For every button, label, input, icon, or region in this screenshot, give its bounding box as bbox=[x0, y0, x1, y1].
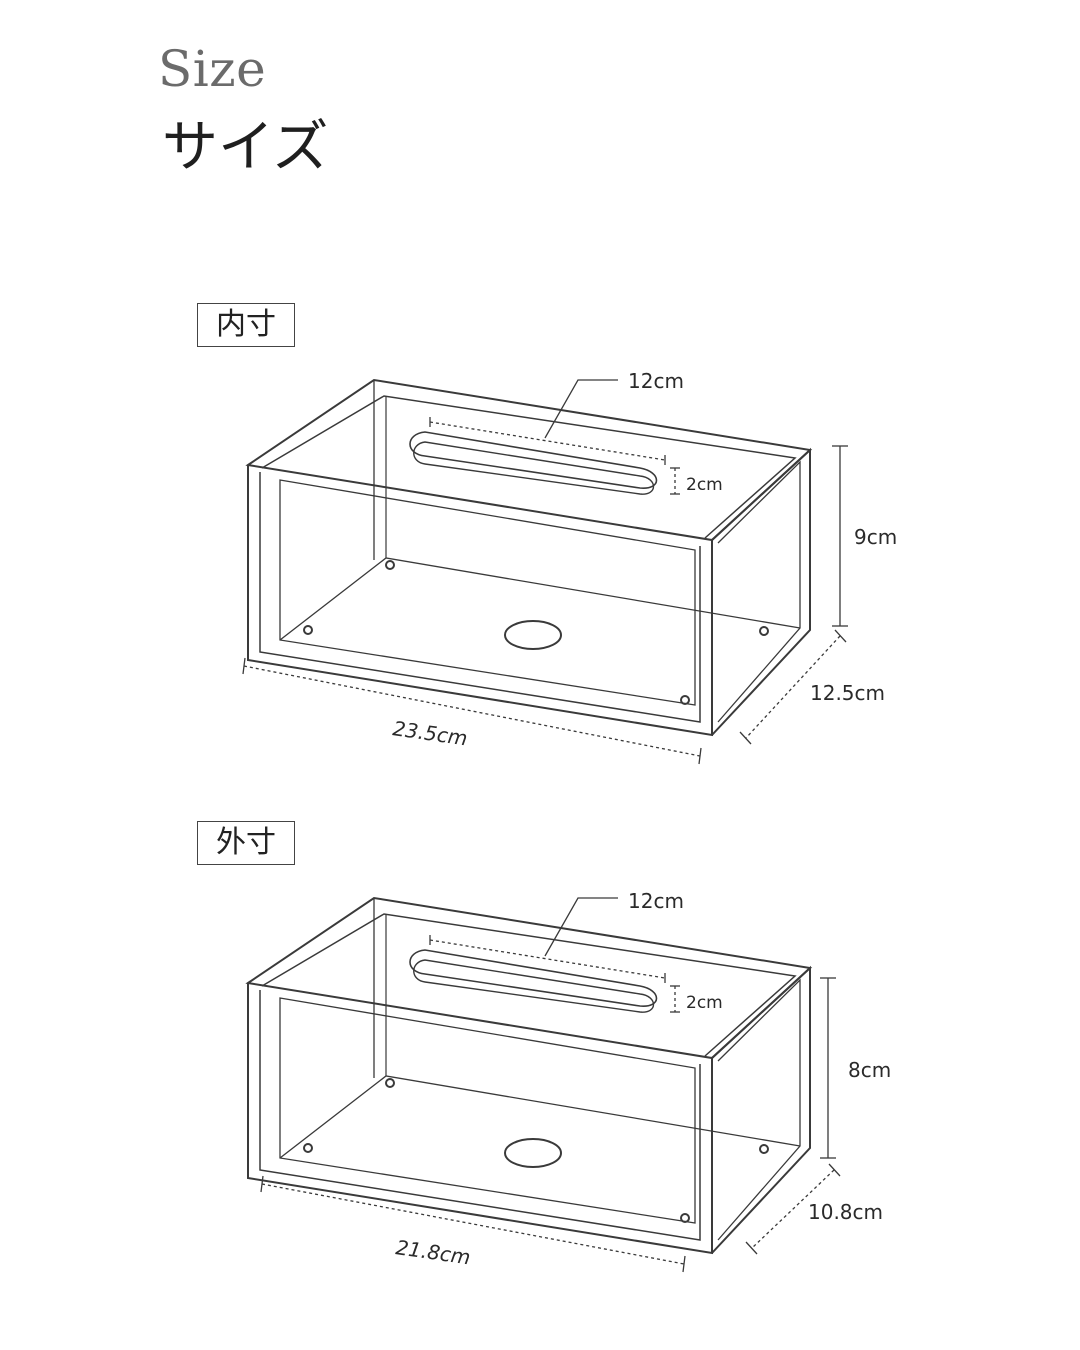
width-label: 21.8cm bbox=[394, 1235, 472, 1269]
slot-length-leader bbox=[544, 897, 618, 957]
section-label-inner: 内寸 bbox=[197, 303, 295, 347]
box-front-face bbox=[247, 983, 713, 1255]
box-front-inner bbox=[259, 472, 701, 723]
width-dimension-line bbox=[261, 1183, 685, 1265]
box-top-outer-edge bbox=[245, 896, 813, 1060]
tissue-slot-outer bbox=[409, 949, 658, 1007]
screw-hole bbox=[303, 1143, 313, 1153]
page-title-english: Size bbox=[158, 40, 267, 98]
screw-hole bbox=[680, 1213, 690, 1223]
depth-label: 12.5cm bbox=[810, 681, 885, 705]
bottom-center-hole bbox=[504, 1138, 562, 1168]
tissue-slot-inner bbox=[413, 959, 655, 1013]
depth-label: 10.8cm bbox=[808, 1200, 883, 1224]
bottom-center-hole bbox=[504, 620, 562, 650]
box-right-face bbox=[711, 447, 811, 736]
section-label-outer: 外寸 bbox=[197, 821, 295, 865]
tissue-box-diagram-outer: 12cm 2cm 8cm 10.8cm 21.8cm bbox=[245, 889, 891, 1273]
tissue-box-diagram-inner: 12cm 2cm 9cm 12.5cm 23.5cm bbox=[242, 369, 897, 765]
screw-hole bbox=[680, 695, 690, 705]
tissue-slot-inner bbox=[413, 441, 655, 495]
slot-length-dimension-line bbox=[429, 421, 666, 461]
box-front-face bbox=[247, 465, 713, 737]
screw-hole bbox=[303, 625, 313, 635]
screw-hole bbox=[759, 1144, 769, 1154]
slot-length-leader bbox=[544, 379, 618, 439]
slot-length-label: 12cm bbox=[628, 369, 684, 393]
slot-length-label: 12cm bbox=[628, 889, 684, 913]
box-front-inner-panel bbox=[279, 479, 696, 706]
height-label: 8cm bbox=[848, 1058, 891, 1082]
tissue-slot-outer bbox=[409, 431, 658, 489]
box-right-inner bbox=[717, 460, 801, 723]
box-right-inner bbox=[717, 978, 801, 1241]
screw-hole bbox=[385, 560, 395, 570]
box-top-outer-edge bbox=[245, 378, 813, 542]
box-top-inner-edge bbox=[261, 395, 797, 539]
box-floor bbox=[279, 557, 801, 641]
box-right-face bbox=[711, 965, 811, 1254]
slot-width-label: 2cm bbox=[686, 475, 723, 495]
depth-dimension-line bbox=[745, 635, 841, 739]
screw-hole bbox=[385, 1078, 395, 1088]
height-label: 9cm bbox=[854, 525, 897, 549]
box-floor bbox=[279, 1075, 801, 1159]
slot-length-dimension-line bbox=[429, 939, 666, 979]
width-label: 23.5cm bbox=[391, 716, 469, 750]
box-front-inner-panel bbox=[279, 997, 696, 1224]
screw-hole bbox=[759, 626, 769, 636]
box-top-inner-edge bbox=[261, 913, 797, 1057]
depth-dimension-line bbox=[751, 1169, 835, 1249]
slot-width-label: 2cm bbox=[686, 993, 723, 1013]
box-front-inner bbox=[259, 990, 701, 1241]
page-title-japanese: サイズ bbox=[162, 115, 329, 180]
